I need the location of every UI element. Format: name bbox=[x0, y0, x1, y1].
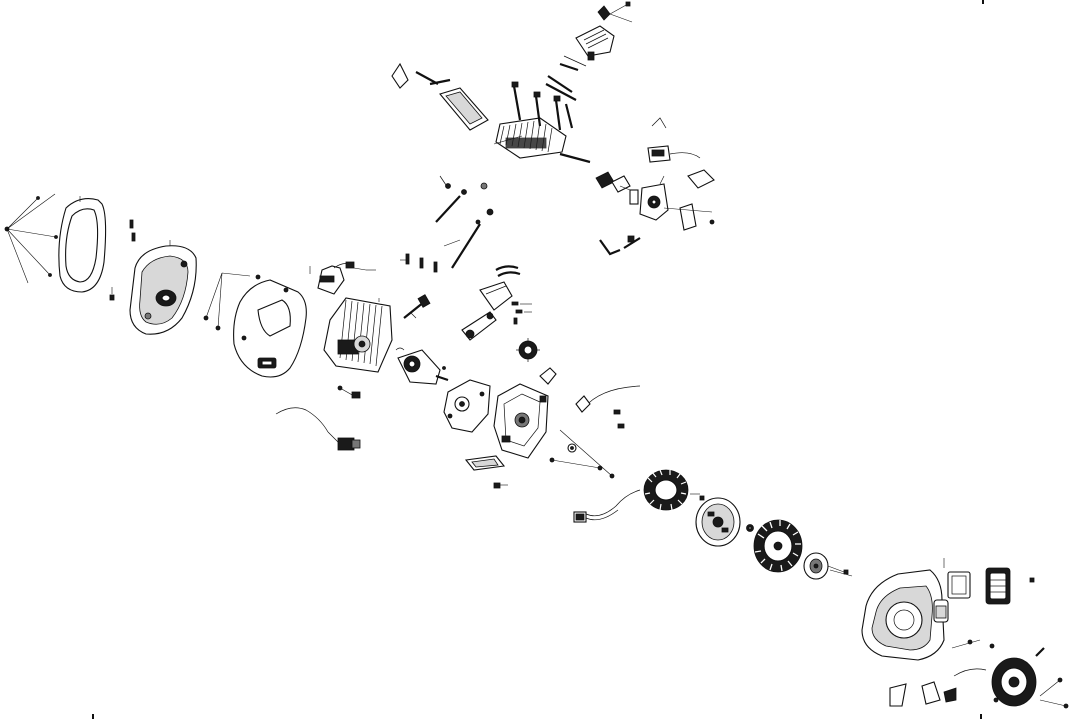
crankcase-half bbox=[493, 383, 549, 459]
oil-seal-parts bbox=[539, 367, 577, 453]
engine-shroud bbox=[233, 279, 307, 378]
air-filter-housing bbox=[129, 240, 197, 335]
carburetor bbox=[629, 175, 669, 221]
starter-handle-parts bbox=[889, 639, 1069, 709]
shroud-bolts bbox=[203, 272, 261, 331]
air-filter-frame bbox=[58, 196, 107, 293]
rotor bbox=[695, 495, 741, 547]
registration-marks bbox=[92, 0, 984, 719]
spark-plug bbox=[403, 294, 431, 319]
head-bolts bbox=[511, 81, 591, 164]
piston-connecting-rod bbox=[461, 265, 521, 341]
recoil-grille bbox=[985, 567, 1035, 605]
cylinder-head bbox=[495, 117, 567, 159]
air-filter-cover-screws bbox=[4, 193, 58, 284]
oil-sensor-harness bbox=[275, 385, 361, 451]
pushrods bbox=[435, 175, 494, 269]
throttle-cable bbox=[575, 385, 641, 429]
ignition-coil-top bbox=[309, 261, 367, 295]
starter-pulley bbox=[803, 552, 849, 580]
head-gasket-set bbox=[391, 62, 489, 131]
crankcase-bolt bbox=[493, 482, 508, 489]
cooling-fan bbox=[753, 519, 803, 573]
carb-insulator bbox=[595, 171, 631, 193]
crankcase-gasket bbox=[464, 455, 506, 471]
recoil-housing bbox=[861, 569, 949, 661]
flywheel-nut bbox=[746, 524, 754, 532]
piston-small-parts bbox=[511, 301, 532, 325]
small-screw-set-left bbox=[109, 219, 136, 301]
stator-harness bbox=[573, 489, 641, 523]
stator bbox=[643, 469, 689, 511]
rocker-arm-set bbox=[545, 51, 595, 101]
valve-train-small-parts bbox=[400, 239, 461, 273]
crankshaft bbox=[395, 347, 449, 385]
recoil-filter-pad bbox=[943, 558, 971, 599]
cylinder-block bbox=[323, 297, 393, 373]
crankcase-cover bbox=[443, 379, 491, 433]
valve-cover bbox=[575, 1, 633, 57]
engine-mount-bolts bbox=[549, 429, 615, 479]
starter-reel bbox=[991, 647, 1045, 707]
leader-lines bbox=[366, 135, 853, 577]
fuel-valve bbox=[647, 117, 715, 189]
drive-gear bbox=[516, 338, 540, 362]
